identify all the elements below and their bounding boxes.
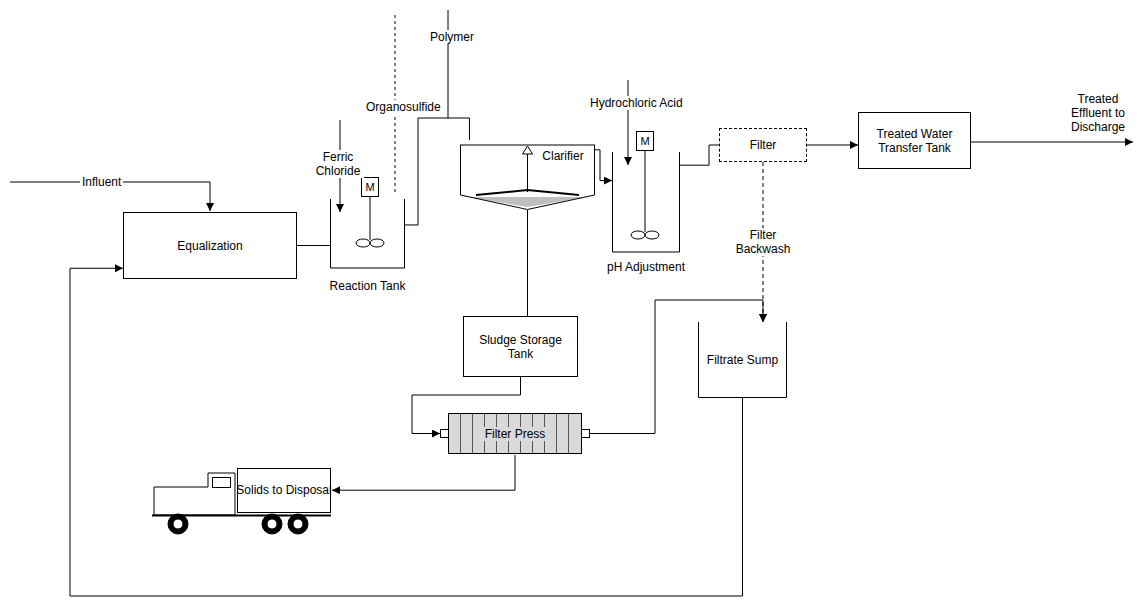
sludge-blanket <box>468 197 587 207</box>
sump-tank: Filtrate Sump <box>698 322 787 398</box>
edge-label: Filter Backwash <box>730 228 796 256</box>
truck-wheel <box>288 514 308 534</box>
filter-box: Filter <box>719 128 807 162</box>
chemical-feed-line <box>628 80 629 165</box>
flow-connector <box>680 145 719 165</box>
disposal-truck-outline <box>150 465 332 537</box>
node-label: Solids to Disposal <box>236 470 332 510</box>
press-plate <box>568 414 569 453</box>
flow-connector <box>405 118 469 225</box>
truck-window <box>213 478 231 488</box>
filter-press: Filter Press <box>440 412 590 455</box>
ph-tank-outline <box>612 140 680 280</box>
mixer-shaft <box>645 151 646 232</box>
mixer-motor <box>637 132 654 151</box>
node-label: Equalization <box>127 216 293 275</box>
flow-connector <box>807 145 858 146</box>
node-label: Filter Press <box>470 422 560 445</box>
node-label: Filter <box>723 132 803 158</box>
flow-connector <box>332 455 515 490</box>
node-label: Clarifier <box>534 147 592 165</box>
press-plate <box>460 414 461 453</box>
disposal-truck: Solids to Disposal <box>150 465 332 537</box>
tank-wall <box>699 322 787 398</box>
node-label: Filtrate Sump <box>702 332 783 388</box>
clarifier-rake <box>476 190 579 195</box>
truck-wheel <box>262 514 282 534</box>
node-label: Reaction Tank <box>324 272 411 300</box>
press-plate <box>472 414 473 453</box>
flow-connector <box>297 245 330 246</box>
stream-label: Polymer <box>428 30 476 44</box>
ph-tank: pH Adjustment <box>612 140 680 280</box>
truck-wheel <box>168 514 188 534</box>
mixer-shaft <box>370 197 371 240</box>
node-label: Sludge Storage Tank <box>467 320 574 373</box>
tank-wall <box>331 199 405 268</box>
mixer-impeller <box>356 239 370 247</box>
motor-label: M <box>637 132 653 150</box>
reaction-tank: Reaction Tank <box>330 195 405 302</box>
stream-label: Ferric Chloride <box>312 150 364 178</box>
truck-cab <box>154 473 235 515</box>
motor-label: M <box>362 178 378 196</box>
clarifier-shaft <box>527 154 528 192</box>
stream-label: Influent <box>80 175 123 189</box>
flow-connector <box>70 268 743 596</box>
tank-wall <box>613 152 680 252</box>
process-box: Treated Water Transfer Tank <box>858 112 971 169</box>
mixer-impeller <box>370 239 384 247</box>
truck-hub <box>267 519 277 529</box>
flow-connector <box>595 150 612 181</box>
clarifier: Clarifier <box>460 140 595 210</box>
node-label: pH Adjustment <box>602 256 690 278</box>
press-port <box>582 430 590 438</box>
process-box: Sludge Storage Tank <box>463 316 578 377</box>
truck-hub <box>173 519 183 529</box>
press-port <box>441 430 449 438</box>
press-plate <box>556 414 557 453</box>
clarifier-drive <box>523 146 533 154</box>
press-frame <box>449 414 582 454</box>
chemical-feed-line <box>448 10 449 118</box>
stream-label: Hydrochloric Acid <box>588 96 685 110</box>
mixer-impeller <box>631 231 645 239</box>
stream-label: Organosulfide <box>364 100 443 114</box>
mixer-motor <box>362 178 379 197</box>
process-box: Equalization <box>123 212 297 279</box>
truck-hub <box>293 519 303 529</box>
stream-label: Treated Effluent to Discharge <box>1060 92 1136 134</box>
flow-connector <box>527 210 528 316</box>
mixer-impeller <box>645 231 659 239</box>
discharge-line <box>968 142 1133 143</box>
node-label: Treated Water Transfer Tank <box>862 116 967 165</box>
clarifier-wall <box>461 145 595 210</box>
